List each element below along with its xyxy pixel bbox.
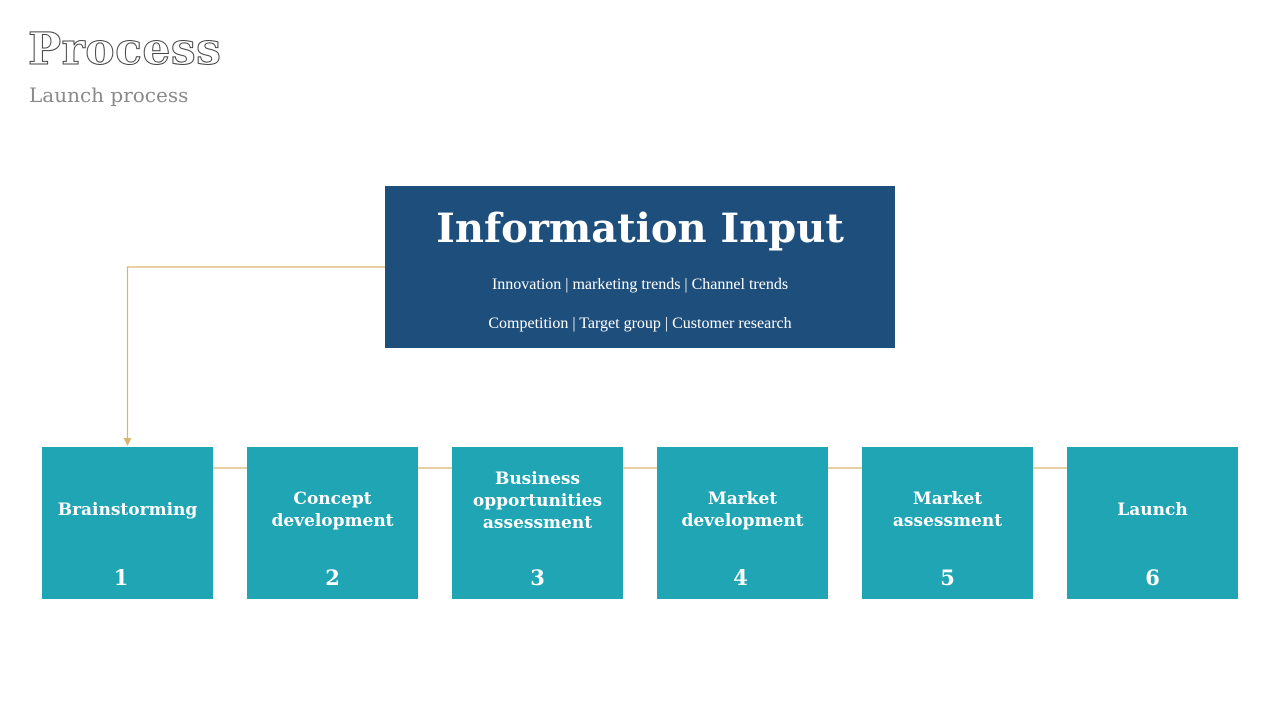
step-label: Business opportunities assessment [472, 469, 603, 533]
step-number: 5 [940, 565, 955, 590]
step-label: Market development [681, 489, 804, 531]
step-box-business-opportunities-assessment: Business opportunities assessment 3 [452, 447, 623, 599]
step-box-launch: Launch 6 [1067, 447, 1238, 599]
step-number: 1 [113, 565, 129, 590]
information-input-line-2: Competition | Target group | Customer re… [488, 315, 792, 332]
information-input-box: Information Input Innovation | marketing… [385, 186, 895, 348]
step-number: 6 [1145, 565, 1160, 590]
information-input-title: Information Input [436, 205, 844, 252]
step-box-market-assessment: Market assessment 5 [862, 447, 1033, 599]
step-label: Launch [1117, 500, 1188, 520]
step-label: Brainstorming [57, 500, 198, 520]
information-input-line-1: Innovation | marketing trends | Channel … [491, 276, 789, 293]
step-box-brainstorming: Brainstorming 1 [42, 447, 213, 599]
step-number: 3 [530, 565, 545, 590]
step-label: Concept development [271, 489, 394, 531]
step-box-market-development: Market development 4 [657, 447, 828, 599]
step-number: 2 [325, 565, 340, 590]
step-number: 4 [733, 565, 748, 590]
step-box-concept-development: Concept development 2 [247, 447, 418, 599]
slide-subtitle: Launch process [29, 83, 189, 107]
slide-title: Process [27, 24, 222, 76]
input-to-brainstorming-connector [123, 266, 385, 446]
step-label: Market assessment [892, 489, 1003, 531]
